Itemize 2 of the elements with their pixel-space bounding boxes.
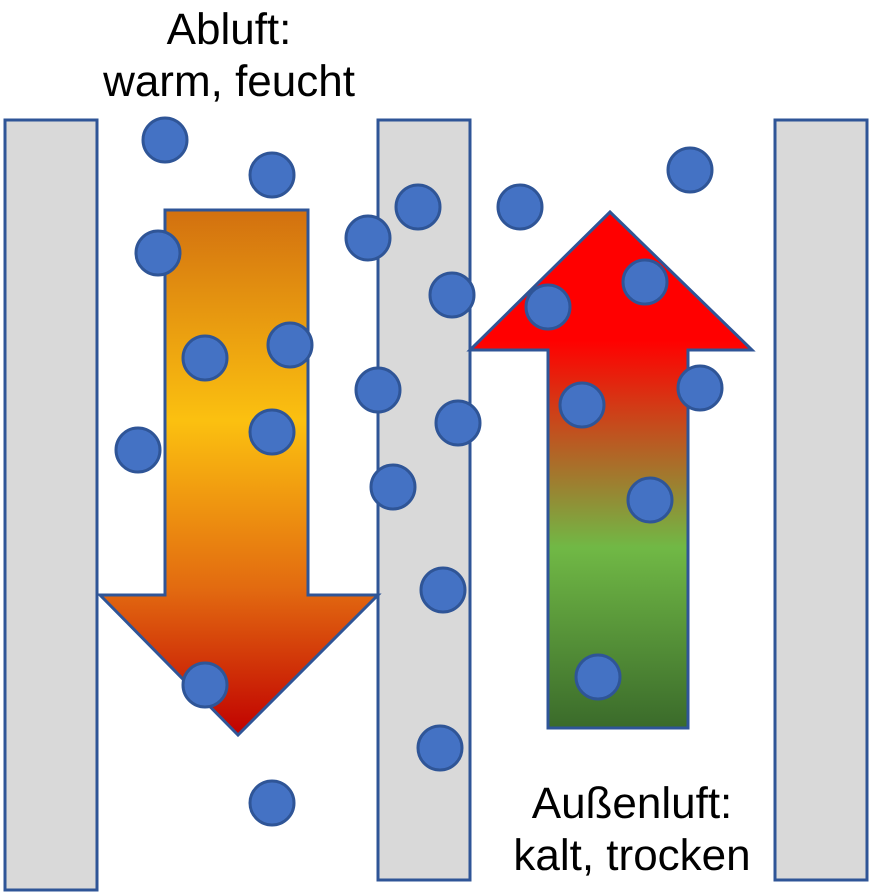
- flow-label: Abluft: warm, feucht: [102, 4, 356, 108]
- flow-label: Außenluft: kalt, trocken: [512, 778, 752, 882]
